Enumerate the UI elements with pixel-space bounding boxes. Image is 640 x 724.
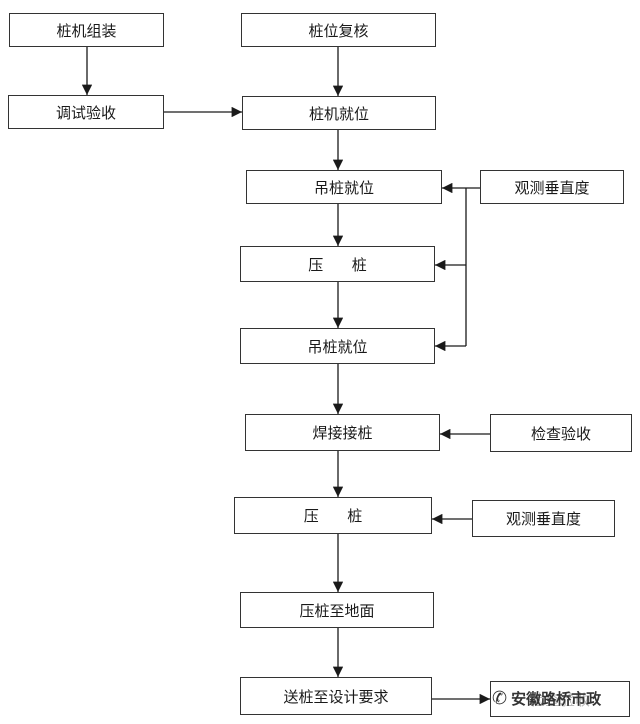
step-lift-pile-in-position: 吊桩就位 (246, 170, 442, 204)
step-weld-joint-pile: 焊接接桩 (245, 414, 440, 451)
step-press-pile-2: 压 桩 (234, 497, 432, 534)
watermark: ✆ 安徽路桥市政 (492, 678, 632, 718)
step-pile-position-recheck: 桩位复核 (241, 13, 436, 47)
step-pile-machine-assembly: 桩机组装 (9, 13, 164, 47)
watermark-text: 安徽路桥市政 (511, 689, 602, 708)
step-lift-pile-in-position-2: 吊桩就位 (240, 328, 435, 364)
step-press-pile-to-ground: 压桩至地面 (240, 592, 434, 628)
step-send-pile-to-design-depth: 送桩至设计要求 (240, 677, 432, 715)
side-inspection-acceptance-2: 检查验收 (490, 681, 630, 717)
step-debug-acceptance: 调试验收 (8, 95, 164, 129)
step-press-pile: 压 桩 (240, 246, 435, 282)
side-inspection-acceptance: 检查验收 (490, 414, 632, 452)
step-pile-machine-in-position: 桩机就位 (242, 96, 436, 130)
wechat-icon: ✆ (492, 687, 508, 709)
side-observe-verticality-2: 观测垂直度 (472, 500, 615, 537)
side-observe-verticality: 观测垂直度 (480, 170, 624, 204)
